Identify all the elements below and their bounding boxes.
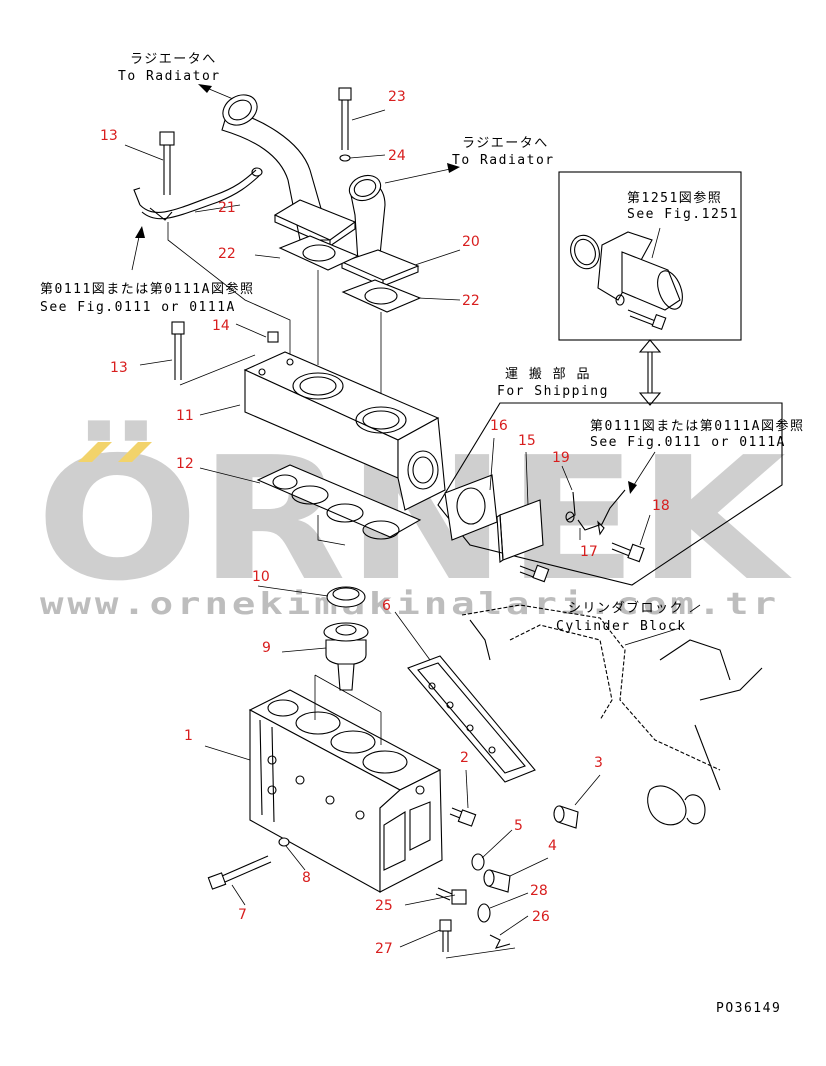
label-15: 15: [518, 433, 536, 449]
label-6: 6: [382, 598, 391, 614]
callout-jp: 第0111図または第0111A図参照: [40, 281, 254, 297]
callout-jp: 第0111図または第0111A図参照: [590, 418, 804, 434]
leader: [314, 674, 382, 745]
cylinder-block-outline: シリンダブロック Cylinder Block: [461, 600, 763, 826]
watermark-url: www.ornekimakinalari.com.tr: [40, 587, 780, 622]
label-22: 22: [462, 293, 480, 309]
label-23: 23: [388, 89, 406, 105]
part-24-washer: [339, 154, 351, 162]
callout-to-radiator-right: ラジエータへ To Radiator: [384, 136, 555, 184]
part-9-thermostat: [323, 622, 369, 691]
part-26-clip: [489, 934, 511, 949]
label-12: 12: [176, 456, 194, 472]
callout-see-fig-0111-top: 第0111図または第0111A図参照 See Fig.0111 or 0111A: [40, 226, 254, 315]
callout-en: To Radiator: [452, 153, 555, 168]
label-11: 11: [176, 408, 194, 424]
label-27: 27: [375, 941, 393, 957]
part-2-plug: [449, 807, 477, 827]
leader: [317, 515, 346, 546]
label-2: 2: [460, 750, 469, 766]
number-leaders: [124, 109, 651, 948]
part-27-bolt: [439, 919, 452, 952]
part-5-washer: [471, 853, 485, 871]
label-7: 7: [238, 907, 247, 923]
part-14-plug: [267, 331, 279, 343]
label-25: 25: [375, 898, 393, 914]
callout-en: See Fig.1251: [627, 207, 739, 222]
cylblock-en: Cylinder Block: [556, 619, 687, 634]
label-20: 20: [462, 234, 480, 250]
part-10-seal: [326, 586, 366, 608]
part-7-bolt: [207, 855, 272, 890]
label-13: 13: [100, 128, 118, 144]
drawing-id: PO36149: [716, 1001, 781, 1016]
label-13: 13: [110, 360, 128, 376]
part-12-gasket: [256, 464, 422, 540]
label-17: 17: [580, 544, 598, 560]
watermark-umlaut-right: [118, 442, 152, 462]
shipping-en: For Shipping: [497, 384, 609, 399]
leader-group: [167, 222, 291, 355]
label-3: 3: [594, 755, 603, 771]
leader: [445, 947, 516, 959]
leader: [179, 354, 256, 386]
label-21: 21: [218, 200, 236, 216]
label-1: 1: [184, 728, 193, 744]
part-4-plug: [483, 869, 511, 893]
label-14: 14: [212, 318, 230, 334]
label-4: 4: [548, 838, 557, 854]
part-28-washer: [477, 903, 491, 923]
label-10: 10: [252, 569, 270, 585]
double-arrow-icon: [638, 339, 662, 406]
part-3-plug: [553, 805, 579, 829]
callout-to-radiator-left: ラジエータへ To Radiator: [118, 52, 246, 105]
watermark-umlaut-left: [78, 442, 112, 462]
shipping-jp: 運 搬 部 品: [505, 367, 591, 382]
part-20-water-outlet: [340, 174, 420, 287]
part-21-harness: [133, 167, 263, 221]
part-19-wire: [566, 491, 576, 521]
cylblock-jp: シリンダブロック: [568, 600, 684, 616]
part-6-gasket: [407, 655, 536, 783]
part-23-bolt: [338, 87, 352, 150]
part-water-outlet-left: [221, 94, 357, 247]
label-28: 28: [530, 883, 548, 899]
callout-jp: ラジエータへ: [130, 52, 217, 67]
callout-en: See Fig.0111 or 0111A: [40, 300, 236, 315]
part-13-bolt-top: [159, 131, 175, 195]
callout-en: To Radiator: [118, 69, 221, 84]
label-16: 16: [490, 418, 508, 434]
label-19: 19: [552, 450, 570, 466]
shipping-parts-group: 運 搬 部 品 For Shipping 第0111図または第0111A図参照 …: [437, 367, 804, 586]
callout-jp: ラジエータへ: [462, 136, 549, 151]
part-22-gasket-left: [278, 235, 360, 271]
part-8-washer: [278, 837, 290, 847]
label-8: 8: [302, 870, 311, 886]
callout-jp: 第1251図参照: [627, 190, 722, 206]
label-24: 24: [388, 148, 406, 164]
part-number-labels: 13 23 24 21 20 22 22 13 14 11 12 16 15 1…: [100, 89, 670, 957]
part-13-bolt-left: [171, 321, 185, 380]
callout-en: See Fig.0111 or 0111A: [590, 435, 786, 450]
label-9: 9: [262, 640, 271, 656]
label-22: 22: [218, 246, 236, 262]
inset-fig-1251: 第1251図参照 See Fig.1251: [558, 171, 742, 341]
part-11-water-manifold: [243, 351, 446, 511]
part-1-cylinder-head: [248, 689, 443, 893]
label-18: 18: [652, 498, 670, 514]
part-22-gasket-right: [341, 279, 422, 313]
label-26: 26: [532, 909, 550, 925]
label-5: 5: [514, 818, 523, 834]
